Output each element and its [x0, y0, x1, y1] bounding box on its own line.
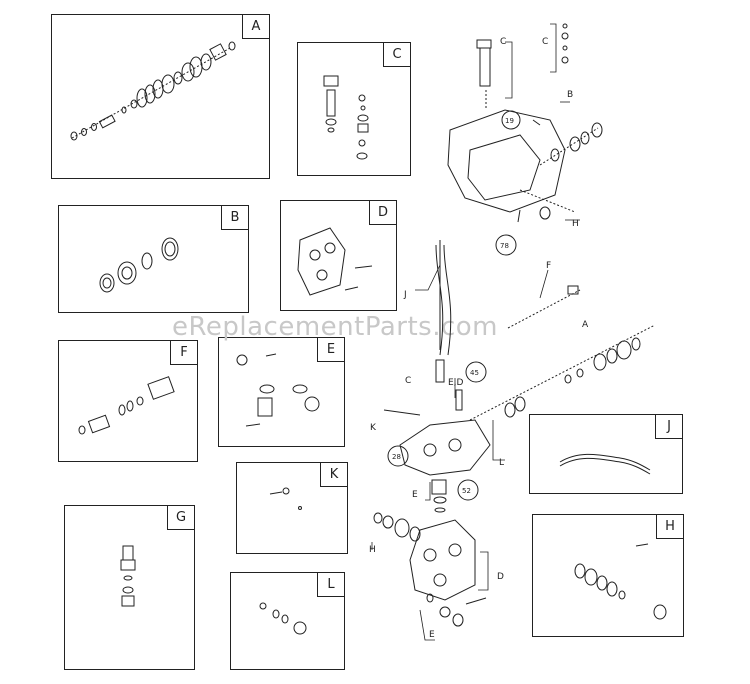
pump-mid-assembly: [383, 240, 656, 476]
pump-bottom-assembly: [373, 479, 487, 627]
kit-box-c: C: [297, 42, 411, 176]
kit-box-k: K: [236, 462, 348, 554]
kit-a-parts: [70, 41, 236, 141]
label-h-top: H: [572, 219, 579, 229]
kit-e-parts: [236, 353, 320, 427]
callout-19: 19: [505, 117, 514, 125]
callout-45: 45: [470, 369, 479, 377]
leader-lines: [371, 23, 580, 641]
label-f: F: [546, 261, 551, 271]
callout-78: 78: [500, 242, 509, 250]
kit-box-b: B: [58, 205, 249, 313]
kit-label-j: J: [655, 415, 682, 439]
label-c-top2: C: [542, 37, 548, 47]
kit-b-parts: [99, 237, 179, 293]
kit-label-g: G: [167, 506, 194, 530]
label-c-mid: C: [405, 376, 411, 386]
kit-label-b: B: [221, 206, 248, 230]
callout-52: 52: [462, 487, 471, 495]
kit-label-l: L: [317, 573, 344, 597]
kit-label-e: E: [317, 338, 344, 362]
callout-78-circle: [495, 234, 517, 256]
kit-f-parts: [78, 376, 175, 435]
kit-label-h: H: [656, 515, 683, 539]
label-c-top: C: [500, 37, 506, 47]
kit-g-parts: [120, 545, 136, 607]
callout-52-circle: [457, 479, 479, 501]
callout-45-circle: [465, 361, 487, 383]
kit-label-a: A: [242, 15, 269, 39]
callout-19-circle: [501, 110, 521, 130]
kit-box-h: H: [532, 514, 684, 637]
label-d-low: D: [497, 572, 504, 582]
callout-28-circle: [387, 445, 409, 467]
kit-label-d: D: [369, 201, 396, 225]
label-k: K: [370, 423, 377, 433]
kit-j-parts: [559, 453, 651, 475]
label-l: L: [499, 458, 504, 468]
kit-label-f: F: [170, 341, 197, 365]
kit-h-parts: [574, 543, 667, 620]
kit-box-j: J: [529, 414, 683, 494]
label-j: J: [403, 290, 407, 300]
label-e-low: E: [412, 490, 418, 500]
kit-c-parts: [323, 75, 369, 160]
label-ed: E,D: [448, 378, 464, 388]
kit-box-d: D: [280, 200, 397, 311]
kit-label-c: C: [383, 43, 410, 67]
label-b-top: B: [567, 90, 573, 100]
label-e-bottom: E: [429, 630, 435, 640]
label-h-low: H: [369, 545, 376, 555]
label-a: A: [582, 320, 589, 330]
kit-label-k: K: [320, 463, 347, 487]
kit-l-parts: [259, 602, 307, 635]
kit-d-parts: [297, 227, 373, 296]
watermark: eReplacementParts.com: [172, 312, 499, 342]
callout-28: 28: [392, 453, 401, 461]
kit-box-f: F: [58, 340, 198, 462]
pump-top-assembly: [447, 23, 603, 223]
kit-k-parts: [269, 487, 302, 510]
